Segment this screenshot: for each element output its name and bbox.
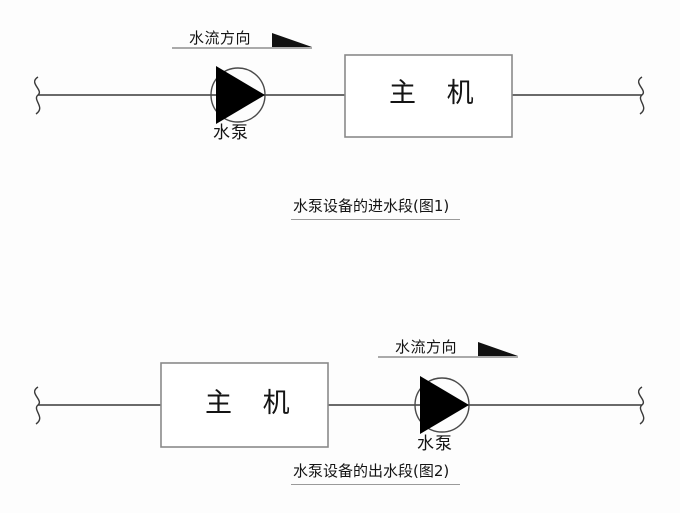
figure-1-pipe-break-left-icon xyxy=(33,76,41,115)
figure-2-caption: 水泵设备的出水段(图2) xyxy=(293,462,450,480)
figure-1-pump-triangle-icon xyxy=(216,66,265,124)
figure-2-pump-label: 水泵 xyxy=(417,434,453,454)
figure-1-host-box xyxy=(344,54,513,138)
figure-1-group xyxy=(33,33,645,138)
figure-2-caption-rule xyxy=(291,484,460,485)
figure-1-pipe-break-right-icon xyxy=(637,76,645,115)
figure-1-flow-label: 水流方向 xyxy=(189,29,252,47)
figure-1-flow-arrow-icon xyxy=(272,33,312,47)
figure-2-host-box xyxy=(160,362,329,448)
figure-2-pump-triangle-icon xyxy=(420,376,469,434)
figure-1-host-label: 主 机 xyxy=(389,78,485,109)
figure-2-host-label: 主 机 xyxy=(205,388,301,419)
figure-1-pump-label: 水泵 xyxy=(213,123,249,143)
figure-1-caption: 水泵设备的进水段(图1) xyxy=(293,197,450,215)
figure-2-group xyxy=(33,342,645,448)
figure-2-pipe-break-right-icon xyxy=(637,386,645,425)
figure-2-flow-label: 水流方向 xyxy=(395,338,458,356)
figure-1-caption-rule xyxy=(291,219,460,220)
figure-2-flow-arrow-icon xyxy=(478,342,518,356)
figure-2-pipe-break-left-icon xyxy=(33,386,41,425)
